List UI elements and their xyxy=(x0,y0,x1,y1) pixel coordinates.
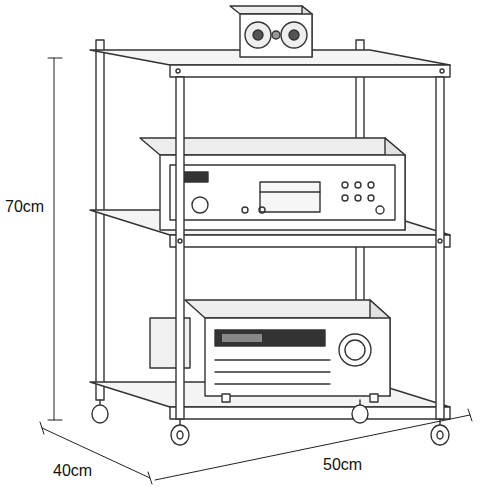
caster-wheels xyxy=(92,400,449,445)
dimension-lines xyxy=(40,58,472,484)
av-receiver xyxy=(150,300,390,402)
dimension-label: 40cm xyxy=(52,462,93,480)
dimension-label: 70cm xyxy=(4,198,45,216)
dimension-label: 50cm xyxy=(322,456,363,474)
center-speaker xyxy=(230,6,312,57)
front-legs xyxy=(176,77,444,419)
